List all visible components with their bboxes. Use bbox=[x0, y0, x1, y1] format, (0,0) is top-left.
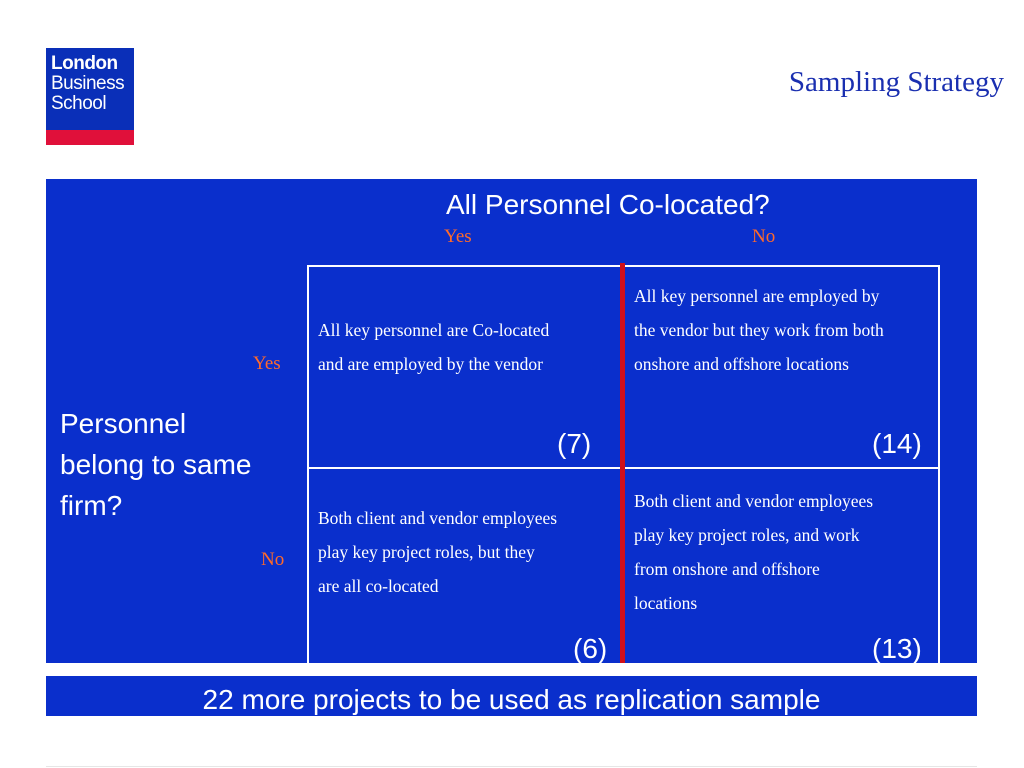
logo-line-london: London bbox=[51, 53, 118, 74]
logo-text: London Business School bbox=[51, 53, 125, 114]
sampling-matrix-panel: All Personnel Co-located? Yes No Yes No … bbox=[46, 179, 977, 664]
grid-line-right bbox=[938, 265, 940, 663]
cell-yes-no-text: All key personnel are employed by the ve… bbox=[634, 286, 884, 374]
column-label-yes: Yes bbox=[444, 226, 472, 247]
row-label-yes: Yes bbox=[253, 353, 281, 374]
cell-yes-yes-count: (7) bbox=[557, 428, 592, 459]
footer-rule bbox=[46, 766, 977, 767]
cell-no-no-text: Both client and vendor employees play ke… bbox=[634, 491, 874, 613]
cell-yes-no-count: (14) bbox=[872, 428, 922, 459]
logo-line-school: School bbox=[51, 93, 107, 114]
banner-text: 22 more projects to be used as replicati… bbox=[202, 684, 821, 715]
row-header: Personnel belong to same firm? bbox=[60, 408, 252, 521]
column-label-no: No bbox=[752, 226, 776, 247]
cell-no-yes-text: Both client and vendor employees play ke… bbox=[318, 508, 558, 596]
london-business-school-logo: London Business School bbox=[46, 48, 134, 145]
logo-line-business: Business bbox=[51, 73, 125, 94]
grid-line-left bbox=[307, 265, 309, 663]
slide-title: Sampling Strategy bbox=[788, 66, 1004, 98]
cell-yes-yes-text: All key personnel are Co-located and are… bbox=[318, 320, 550, 374]
row-label-no: No bbox=[261, 549, 285, 570]
cell-no-yes-count: (6) bbox=[573, 633, 608, 664]
replication-banner: 22 more projects to be used as replicati… bbox=[46, 676, 977, 716]
column-header: All Personnel Co-located? bbox=[446, 189, 770, 220]
logo-red-stripe bbox=[46, 130, 134, 145]
cell-no-no-count: (13) bbox=[872, 633, 922, 664]
red-divider bbox=[620, 263, 625, 663]
